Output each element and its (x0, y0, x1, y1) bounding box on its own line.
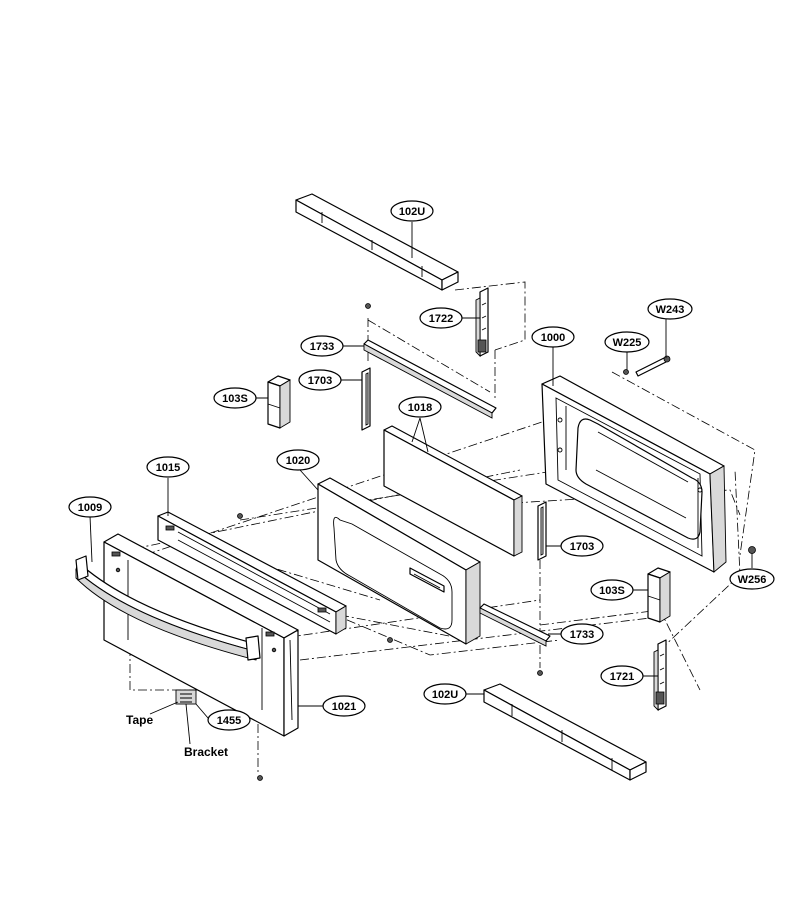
callout-label: 103S (222, 393, 248, 405)
callout-102u-bottom: 102U (423, 683, 467, 705)
callout-label: 1721 (610, 671, 634, 683)
callout-label: 1020 (286, 455, 310, 467)
callout-102u-top: 102U (390, 200, 434, 222)
callout-w225: W225 (604, 331, 650, 353)
callout-label: 1703 (308, 375, 332, 387)
callout-1722: 1722 (419, 307, 463, 329)
part-1009-handle (75, 555, 261, 661)
part-1733-bottom-rail (479, 603, 551, 647)
callout-label: W256 (738, 574, 767, 586)
part-1000-back-frame (541, 375, 727, 573)
callout-103s-left: 103S (213, 387, 257, 409)
callout-label: 1021 (332, 701, 356, 713)
screw-icon (748, 546, 756, 554)
callout-label: 1722 (429, 313, 453, 325)
screw-icon (237, 513, 243, 519)
callout-1000: 1000 (531, 326, 575, 348)
callout-1703-left: 1703 (298, 369, 342, 391)
part-1703-left-strip (361, 367, 371, 431)
screw-icon (537, 670, 543, 676)
callout-1733-top: 1733 (300, 335, 344, 357)
part-1455-bracket (175, 689, 197, 705)
callout-1020: 1020 (276, 449, 320, 471)
callout-label: 1733 (570, 629, 594, 641)
part-102u-bottom-bar (483, 683, 647, 781)
callout-label: 1018 (408, 402, 432, 414)
bracket-label: Bracket (184, 745, 228, 759)
callout-1721: 1721 (600, 665, 644, 687)
callout-1015: 1015 (146, 456, 190, 478)
callout-label: W243 (656, 304, 685, 316)
part-102u-top-bar (295, 193, 459, 291)
screw-icon (623, 369, 629, 375)
callout-1018: 1018 (398, 396, 442, 418)
callout-1703-right: 1703 (560, 535, 604, 557)
callout-1009: 1009 (68, 496, 112, 518)
callout-label: 1009 (78, 502, 102, 514)
callout-label: 1703 (570, 541, 594, 553)
callout-1455: 1455 (207, 709, 251, 731)
part-1015-top-trim (157, 511, 347, 635)
part-1721-hinge (653, 639, 667, 712)
part-1733-top-rail (363, 339, 497, 419)
part-103s-right-block (647, 567, 671, 623)
callout-label: 1733 (310, 341, 334, 353)
part-103s-left-block (267, 375, 291, 429)
callout-w243: W243 (647, 298, 693, 320)
callout-label: 1455 (217, 715, 241, 727)
part-1020-inner-panel (317, 477, 481, 645)
screws (237, 303, 756, 781)
part-1018-glass-panel (383, 425, 523, 557)
callout-1733-bottom: 1733 (560, 623, 604, 645)
callout-103s-right: 103S (590, 579, 634, 601)
callout-label: 102U (399, 206, 425, 218)
callout-label: 1015 (156, 462, 180, 474)
callout-w256: W256 (729, 568, 775, 590)
screw-icon (387, 637, 393, 643)
callout-label: 103S (599, 585, 625, 597)
callout-label: 1000 (541, 332, 565, 344)
screw-icon (365, 303, 371, 309)
tape-label: Tape (126, 713, 153, 727)
callout-label: W225 (613, 337, 642, 349)
callout-1021: 1021 (322, 695, 366, 717)
screw-icon (257, 775, 263, 781)
callout-label: 102U (432, 689, 458, 701)
part-1703-right-strip (537, 501, 547, 561)
part-1722-hinge (475, 287, 489, 358)
